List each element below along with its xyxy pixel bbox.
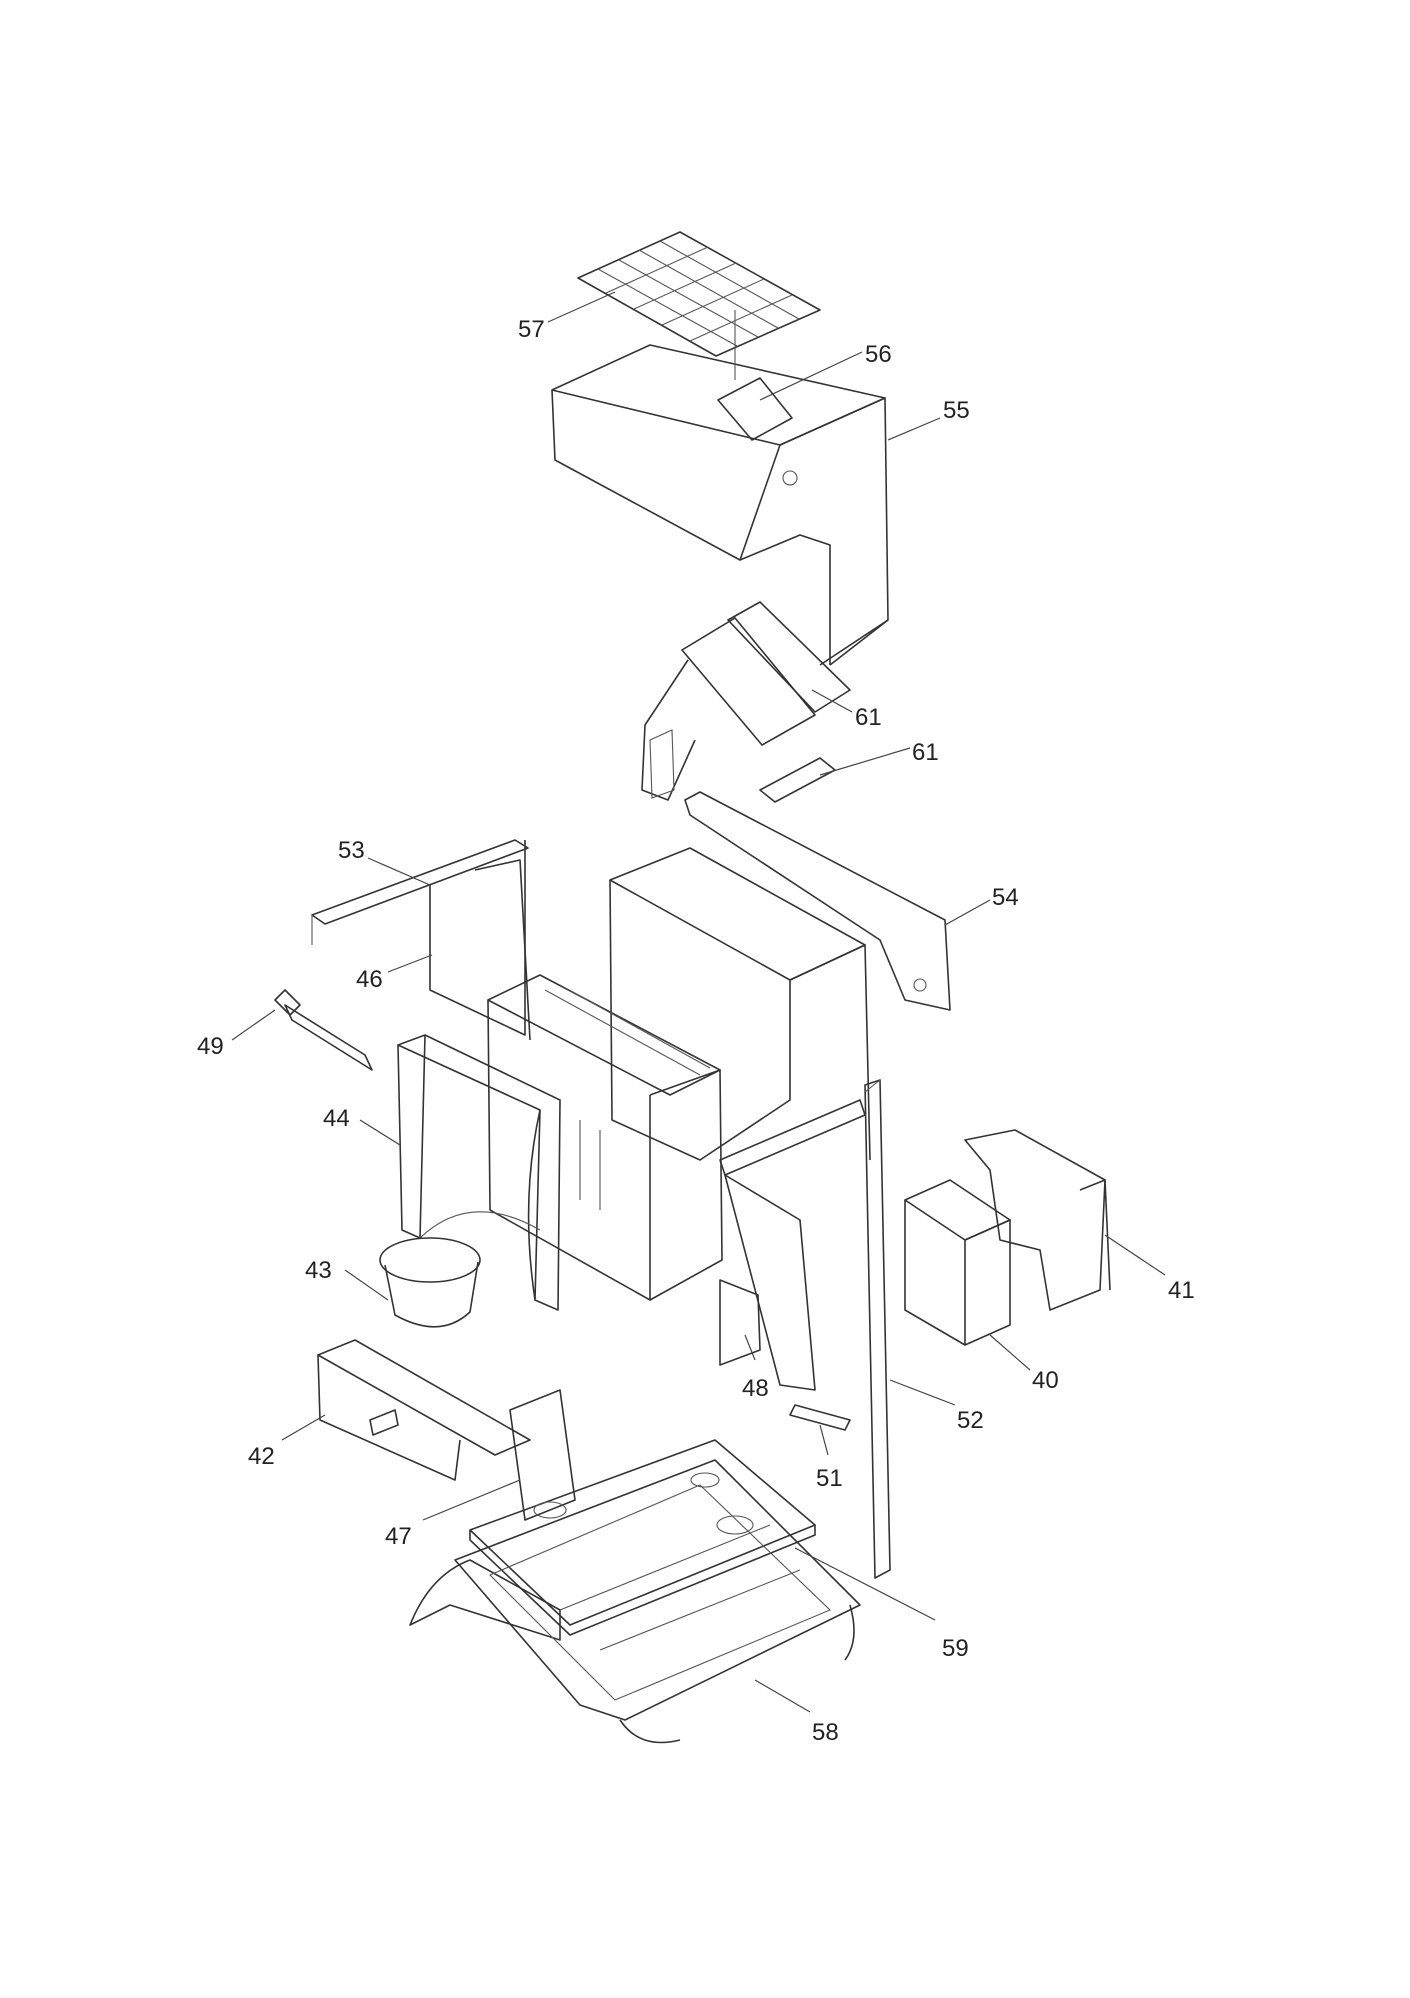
callout-44: 44: [323, 1105, 350, 1132]
callout-52: 52: [957, 1407, 984, 1434]
callout-46: 46: [356, 966, 383, 993]
part-44-door: [397, 1034, 561, 1311]
part-41-rear-panel: [964, 1129, 1111, 1311]
callout-58: 58: [812, 1719, 839, 1746]
part-42-ash-drawer: [317, 1339, 531, 1481]
heat-exchanger: [487, 974, 723, 1301]
part-61-feed-chute: [641, 601, 851, 803]
part-51-bracket: [719, 1099, 866, 1431]
part-55-hopper: [551, 310, 889, 666]
part-40-control-box: [904, 1179, 1011, 1346]
part-43-burner-pot: [379, 1237, 481, 1328]
part-56-chute: [717, 377, 793, 441]
callout-61-lower: 61: [912, 739, 939, 766]
leader-lines: [231, 291, 1166, 1713]
callout-59: 59: [942, 1635, 969, 1662]
callout-42: 42: [248, 1443, 275, 1470]
part-48-bracket: [719, 1279, 761, 1366]
callout-56: 56: [865, 341, 892, 368]
callout-43: 43: [305, 1257, 332, 1284]
callout-54: 54: [992, 884, 1019, 911]
main-body: [609, 847, 871, 1161]
callout-41: 41: [1168, 1277, 1195, 1304]
part-54-back-panel: [684, 791, 951, 1011]
part-46-frame: [429, 840, 531, 1041]
callout-48: 48: [742, 1375, 769, 1402]
part-59-base-plate: [469, 1439, 816, 1636]
callout-55: 55: [943, 397, 970, 424]
part-52-side-rail: [864, 1079, 891, 1579]
callout-49: 49: [197, 1033, 224, 1060]
part-58-base-frame: [409, 1459, 861, 1744]
callout-47: 47: [385, 1523, 412, 1550]
part-49-igniter: [274, 989, 373, 1071]
callout-40: 40: [1032, 1367, 1059, 1394]
part-57-grid: [577, 231, 821, 357]
callout-57: 57: [518, 316, 545, 343]
callout-61-upper: 61: [855, 704, 882, 731]
callout-51: 51: [816, 1465, 843, 1492]
callout-labels: 57 56 55 61 61 53 54 46 49 44 41 43 40 4…: [197, 316, 1195, 1746]
callout-53: 53: [338, 837, 365, 864]
part-47-panel: [509, 1389, 576, 1521]
part-53-rail: [311, 839, 529, 945]
